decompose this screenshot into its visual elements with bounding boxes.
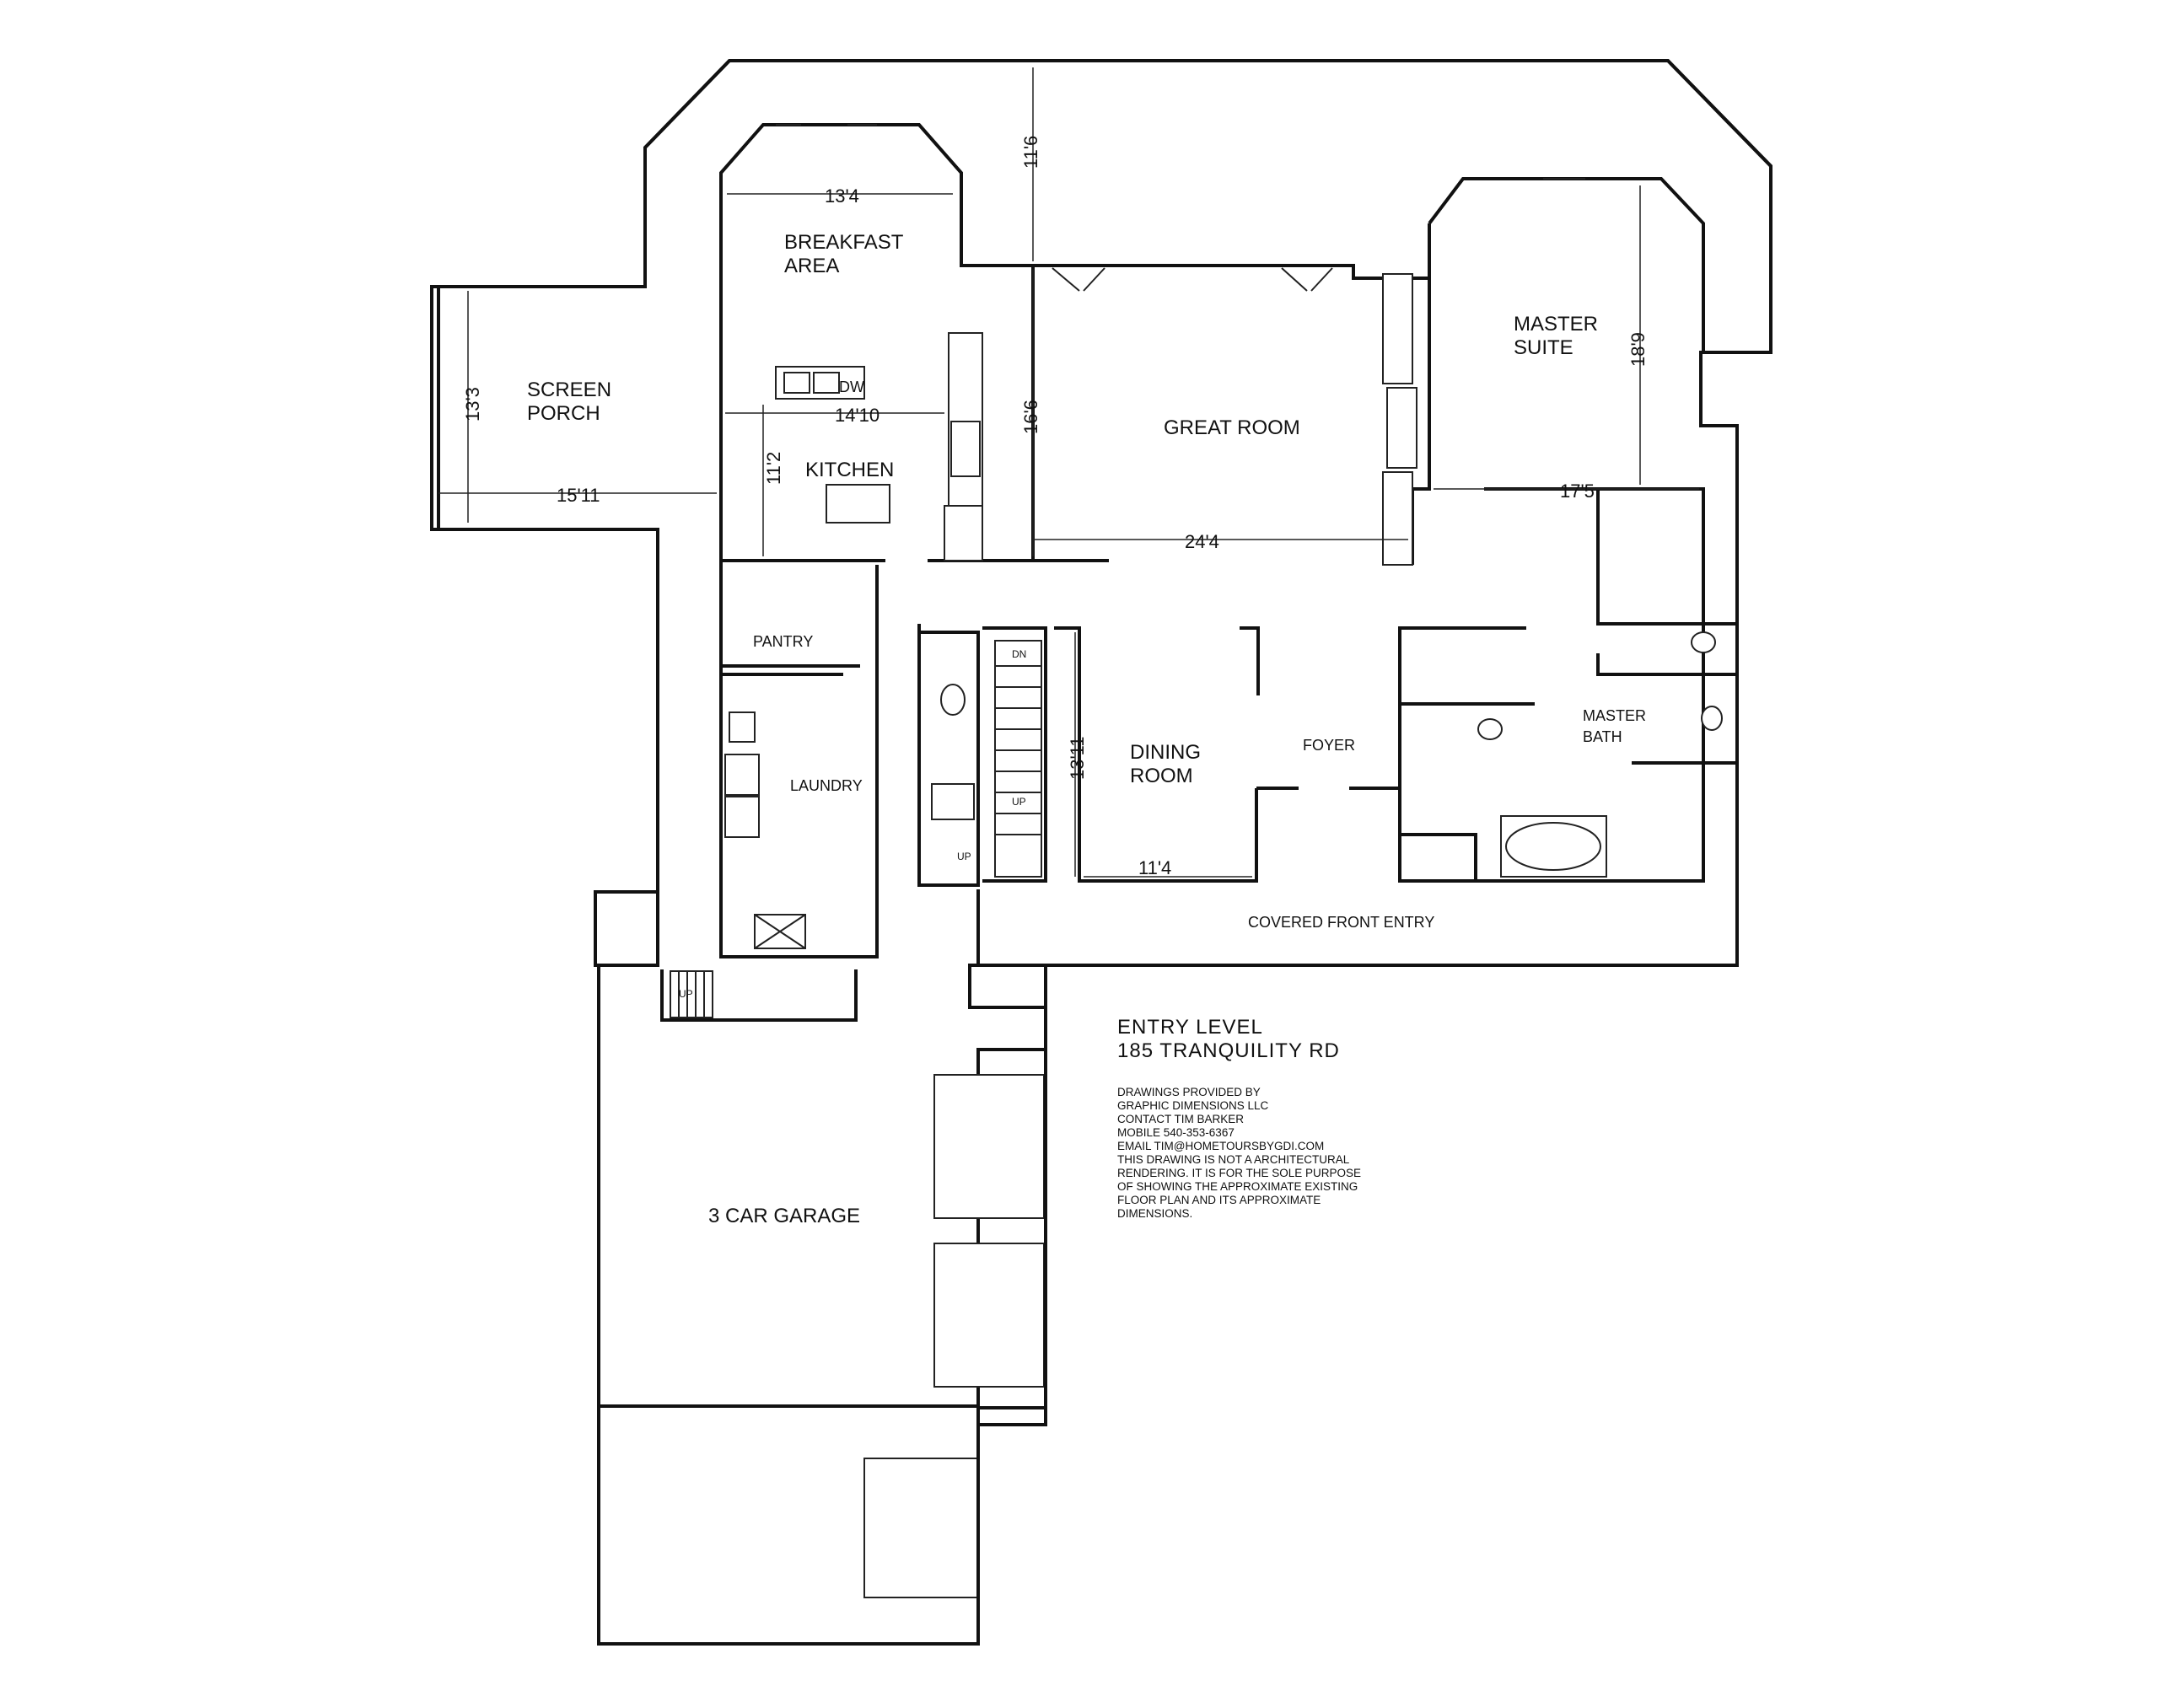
stair-up-label: UP xyxy=(1012,796,1026,808)
garage-treads xyxy=(678,971,705,1018)
shower-x xyxy=(754,914,806,949)
dim-porch-depth: 13'3 xyxy=(462,387,483,422)
title-address: 185 TRANQUILITY RD xyxy=(1117,1039,1340,1062)
dim-dining-depth: 13'11 xyxy=(1067,736,1088,780)
bath-toilet xyxy=(1691,631,1716,653)
small-labels: DW DN UP UP UP xyxy=(679,379,1026,1000)
toilet xyxy=(940,684,966,716)
garage-door-3 xyxy=(863,1458,979,1598)
west-wall xyxy=(437,255,659,892)
garage-label: 3 CAR GARAGE xyxy=(708,1205,860,1227)
breakfast-label-1: BREAKFAST xyxy=(784,231,904,254)
fireplace xyxy=(1386,387,1417,469)
master-suite-label-2: SUITE xyxy=(1514,336,1573,359)
dim-dining-width: 11'4 xyxy=(1138,857,1171,878)
garage-outline xyxy=(597,965,1047,1646)
screen-porch-label-1: SCREEN xyxy=(527,379,611,401)
dryer xyxy=(724,796,760,838)
dim-great-depth: 16'6 xyxy=(1020,400,1041,434)
garage-walls xyxy=(968,964,1047,1009)
stair-walls xyxy=(982,626,1047,883)
dim-kitchen-depth: 11'2 xyxy=(763,452,784,485)
dimension-labels: 13'4 11'6 13'3 15'11 14'10 11'2 16'6 24'… xyxy=(462,136,1649,878)
garage-stair-up-label: UP xyxy=(679,988,693,1000)
washer xyxy=(724,754,760,796)
dining-label-2: ROOM xyxy=(1130,765,1193,787)
laundry-label: LAUNDRY xyxy=(790,777,863,794)
dim-breakfast-width: 13'4 xyxy=(825,185,859,207)
stair-up-label-2: UP xyxy=(957,851,971,862)
note-line: FLOOR PLAN AND ITS APPROXIMATE xyxy=(1117,1194,1321,1206)
pantry-laundry xyxy=(719,561,879,958)
sink-bowl xyxy=(813,372,840,394)
stair-down-label: DN xyxy=(1012,648,1026,660)
note-line: DRAWINGS PROVIDED BY xyxy=(1117,1086,1261,1098)
dim-kitchen-width: 14'10 xyxy=(835,405,880,426)
dim-master-depth: 18'9 xyxy=(1627,332,1649,367)
note-line: RENDERING. IT IS FOR THE SOLE PURPOSE xyxy=(1117,1167,1361,1179)
cooktop xyxy=(950,421,981,477)
bath-closet-2 xyxy=(1596,653,1737,765)
note-line: CONTACT TIM BARKER xyxy=(1117,1113,1244,1125)
fixtures xyxy=(670,273,1723,1598)
oven-counter xyxy=(944,505,983,561)
screen-porch xyxy=(430,285,658,531)
screen-porch-label-2: PORCH xyxy=(527,402,600,425)
bath-sink xyxy=(1477,718,1503,740)
breakfast-bay xyxy=(719,123,1033,287)
breakfast-bay-wall xyxy=(719,123,1033,287)
note-line: OF SHOWING THE APPROXIMATE EXISTING xyxy=(1117,1180,1358,1193)
counter xyxy=(948,332,983,507)
powder-room xyxy=(917,624,980,887)
north-deck-outline xyxy=(643,59,1772,352)
room-labels: BREAKFAST AREA SCREEN PORCH KITCHEN GREA… xyxy=(527,231,1646,1227)
kitchen-island xyxy=(826,484,890,524)
garage-stair xyxy=(660,969,858,1022)
master-bath-label-2: BATH xyxy=(1583,728,1622,745)
great-room-label: GREAT ROOM xyxy=(1164,416,1300,439)
breakfast-label-2: AREA xyxy=(784,255,839,277)
foyer-label: FOYER xyxy=(1303,737,1355,754)
bath-closets xyxy=(1400,489,1737,881)
sink-bowl xyxy=(783,372,810,394)
dim-great-width: 24'4 xyxy=(1185,531,1219,552)
bath-sink xyxy=(1701,706,1723,731)
dining-walls xyxy=(1054,626,1258,883)
master-suite-label-1: MASTER xyxy=(1514,313,1598,336)
note-line: EMAIL TIM@HOMETOURSBYGDI.COM xyxy=(1117,1140,1324,1152)
dining-label-1: DINING xyxy=(1130,741,1201,764)
dimension-lines xyxy=(438,67,1699,878)
covered-front-entry-label: COVERED FRONT ENTRY xyxy=(1248,914,1434,931)
powder-sink xyxy=(931,783,975,820)
pantry-label: PANTRY xyxy=(753,633,813,650)
stair-treads xyxy=(995,665,1041,835)
note-line: MOBILE 540-353-6367 xyxy=(1117,1126,1235,1139)
dim-master-width: 17'5 xyxy=(1560,481,1595,502)
laundry-sink xyxy=(729,711,756,743)
dim-breakfast-depth: 11'6 xyxy=(1020,136,1041,169)
note-line: DIMENSIONS. xyxy=(1117,1207,1192,1220)
title-block: ENTRY LEVEL 185 TRANQUILITY RD DRAWINGS … xyxy=(1117,1016,1361,1220)
note-line: GRAPHIC DIMENSIONS LLC xyxy=(1117,1099,1269,1112)
stub-wall xyxy=(1240,626,1260,695)
builtin xyxy=(1382,471,1413,566)
exterior-walls xyxy=(430,59,1772,1408)
tub-basin xyxy=(1505,822,1601,871)
kitchen-label: KITCHEN xyxy=(805,459,894,481)
master-bath-label-1: MASTER xyxy=(1583,707,1646,724)
garage-door-1 xyxy=(933,1074,1045,1219)
title-level: ENTRY LEVEL xyxy=(1117,1016,1263,1039)
master-bay-wall xyxy=(1428,177,1705,352)
dim-porch-width: 15'11 xyxy=(557,485,600,506)
note-line: THIS DRAWING IS NOT A ARCHITECTURAL xyxy=(1117,1153,1350,1166)
garage-door-2 xyxy=(933,1243,1045,1388)
builtin xyxy=(1382,273,1413,384)
dishwasher-label: DW xyxy=(839,379,864,395)
french-doors xyxy=(1052,267,1333,292)
master-bay xyxy=(1428,177,1705,352)
garage-steps xyxy=(670,970,713,1018)
stairs xyxy=(994,640,1042,878)
